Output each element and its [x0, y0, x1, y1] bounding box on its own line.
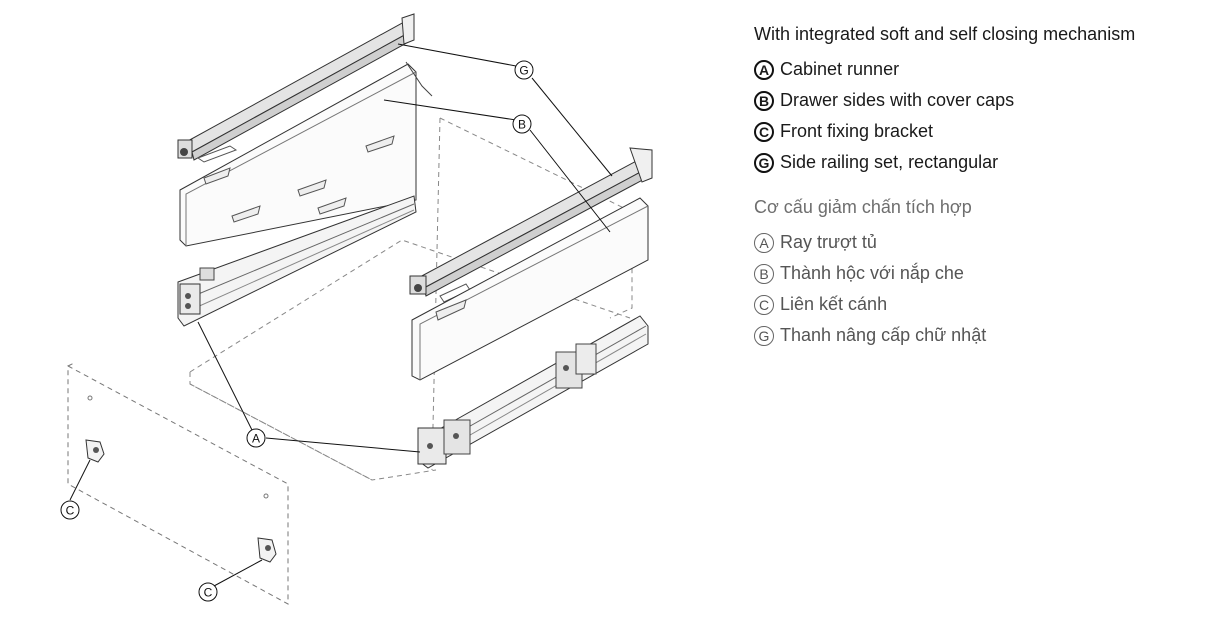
leader-lines	[69, 43, 613, 587]
legend-item-front-bracket: C Front fixing bracket	[754, 116, 1204, 147]
front-fixing-bracket-right	[257, 537, 277, 563]
callout-G: G	[514, 60, 534, 80]
callout-B: B	[512, 114, 532, 134]
legend-vietnamese: Cơ cấu giảm chấn tích hợp A Ray trượt tủ…	[754, 195, 1204, 351]
front-panel	[67, 361, 289, 605]
badge-c: C	[754, 121, 774, 142]
left-drawer-side	[179, 61, 433, 247]
legend-item-ray-truot: A Ray trượt tủ	[754, 227, 1204, 258]
legend-item-thanh-nang: G Thanh nâng cấp chữ nhật	[754, 320, 1204, 351]
legend-label: Liên kết cánh	[780, 294, 888, 314]
left-side-railing	[177, 13, 415, 163]
legend-item-side-railing: G Side railing set, rectangular	[754, 147, 1204, 178]
legend-english: With integrated soft and self closing me…	[754, 22, 1204, 178]
callout-A: A	[246, 428, 266, 448]
legend-item-thanh-hoc: B Thành hộc với nắp che	[754, 258, 1204, 289]
badge-b: B	[754, 90, 774, 111]
legend-vietnamese-title: Cơ cấu giảm chấn tích hợp	[754, 197, 972, 217]
legend-label: Drawer sides with cover caps	[780, 90, 1015, 110]
badge-g: G	[754, 152, 774, 173]
badge-a: A	[754, 59, 774, 80]
svg-text:B: B	[518, 118, 526, 132]
exploded-drawer-diagram: G B A C C	[60, 13, 653, 605]
right-cabinet-runner	[417, 315, 649, 469]
svg-text:C: C	[66, 504, 75, 518]
legend-label: Side railing set, rectangular	[780, 152, 999, 172]
legend-label: Ray trượt tủ	[780, 232, 877, 252]
badge-b: B	[754, 263, 774, 284]
legend-label: Thanh nâng cấp chữ nhật	[780, 325, 987, 345]
legend-item-lien-ket: C Liên kết cánh	[754, 289, 1204, 320]
legend-label: Thành hộc với nắp che	[780, 263, 964, 283]
legend-item-drawer-sides: B Drawer sides with cover caps	[754, 85, 1204, 116]
left-cabinet-runner	[177, 195, 417, 327]
svg-text:C: C	[204, 586, 213, 600]
badge-c: C	[754, 294, 774, 315]
svg-text:A: A	[252, 432, 260, 446]
legend-label: Front fixing bracket	[780, 121, 934, 141]
right-drawer-side	[411, 197, 649, 381]
callout-C-right: C	[198, 582, 218, 602]
badge-g: G	[754, 325, 774, 346]
svg-text:G: G	[519, 64, 528, 78]
badge-a: A	[754, 232, 774, 253]
right-side-railing	[409, 147, 653, 303]
legend: With integrated soft and self closing me…	[754, 22, 1204, 351]
legend-label: Cabinet runner	[780, 59, 900, 79]
legend-item-cabinet-runner: A Cabinet runner	[754, 54, 1204, 85]
legend-english-title: With integrated soft and self closing me…	[754, 24, 1136, 44]
callout-C-left: C	[60, 500, 80, 520]
front-fixing-bracket-left	[85, 439, 105, 463]
